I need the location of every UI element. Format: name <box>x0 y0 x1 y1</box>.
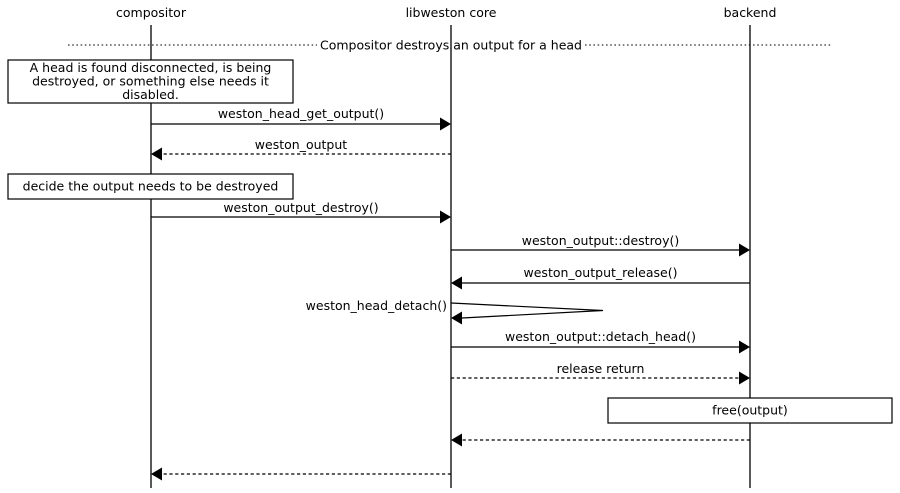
note-free-output: free(output) <box>607 397 893 424</box>
msg-weston-head-detach-arrowhead <box>451 311 462 325</box>
msg-weston-output-destroy-cb-arrowhead <box>739 243 750 257</box>
notes-group: A head is found disconnected, is beingde… <box>7 59 893 424</box>
msg-backend-return-arrowhead <box>451 433 462 447</box>
note-head-disconnected-box <box>7 59 294 104</box>
note-decide-destroy-line: decide the output needs to be destroyed <box>23 178 279 193</box>
messages-group: weston_head_get_output() weston_outputwes… <box>151 106 750 481</box>
msg-release-return-label: release return <box>557 361 645 376</box>
lifelines-group: compositor libweston core backend <box>116 5 776 488</box>
msg-weston-output-detach-head: weston_output::detach_head() <box>451 329 750 354</box>
msg-weston-head-detach-label: weston_head_detach() <box>306 298 447 313</box>
lifeline-label-backend: backend <box>724 5 777 20</box>
diagram-title: Compositor destroys an output for a head <box>320 38 582 53</box>
lifeline-label-compositor: compositor <box>116 5 187 20</box>
note-decide-destroy-box <box>7 173 294 200</box>
msg-weston-output-return-label: weston_output <box>255 137 347 152</box>
msg-weston-head-detach: weston_head_detach() <box>306 298 604 325</box>
note-decide-destroy: decide the output needs to be destroyed <box>7 173 294 200</box>
msg-release-return-arrowhead <box>739 371 750 385</box>
msg-weston-head-get-output-arrowhead <box>440 117 451 131</box>
msg-weston-output-destroy-cb-label: weston_output::destroy() <box>522 233 680 248</box>
msg-libweston-return <box>151 467 451 481</box>
msg-weston-output-release-label: weston_output_release() <box>524 265 678 280</box>
msg-weston-output-destroy-cb: weston_output::destroy() <box>451 233 750 257</box>
msg-weston-output-return: weston_output <box>151 137 451 161</box>
title-separator-group: Compositor destroys an output for a head <box>68 38 832 53</box>
msg-weston-output-destroy-arrowhead <box>440 210 451 224</box>
msg-weston-head-detach-loop <box>450 302 604 319</box>
self-messages-group: weston_head_detach() <box>306 298 604 325</box>
msg-weston-output-detach-head-label: weston_output::detach_head() <box>505 329 696 344</box>
msg-weston-head-get-output: weston_head_get_output() <box>151 106 451 131</box>
note-free-output-line: free(output) <box>712 402 788 417</box>
note-head-disconnected-line: destroyed, or something else needs it <box>32 73 269 88</box>
msg-libweston-return-arrowhead <box>151 467 162 481</box>
msg-release-return: release return <box>451 361 750 385</box>
note-head-disconnected-line: disabled. <box>122 87 179 102</box>
note-head-disconnected: A head is found disconnected, is beingde… <box>7 59 294 104</box>
msg-weston-head-get-output-label: weston_head_get_output() <box>218 106 384 121</box>
msg-weston-output-destroy: weston_output_destroy() <box>151 200 451 224</box>
msg-weston-output-detach-head-arrowhead <box>739 340 750 354</box>
msg-backend-return <box>451 433 750 447</box>
msg-weston-output-destroy-label: weston_output_destroy() <box>223 200 378 215</box>
msg-weston-output-release-arrowhead <box>451 276 462 290</box>
msg-weston-output-release: weston_output_release() <box>451 265 750 290</box>
msg-weston-output-return-arrowhead <box>151 147 162 161</box>
note-free-output-box <box>607 397 893 424</box>
note-head-disconnected-line: A head is found disconnected, is being <box>30 60 272 75</box>
lifeline-label-libweston: libweston core <box>406 5 497 20</box>
